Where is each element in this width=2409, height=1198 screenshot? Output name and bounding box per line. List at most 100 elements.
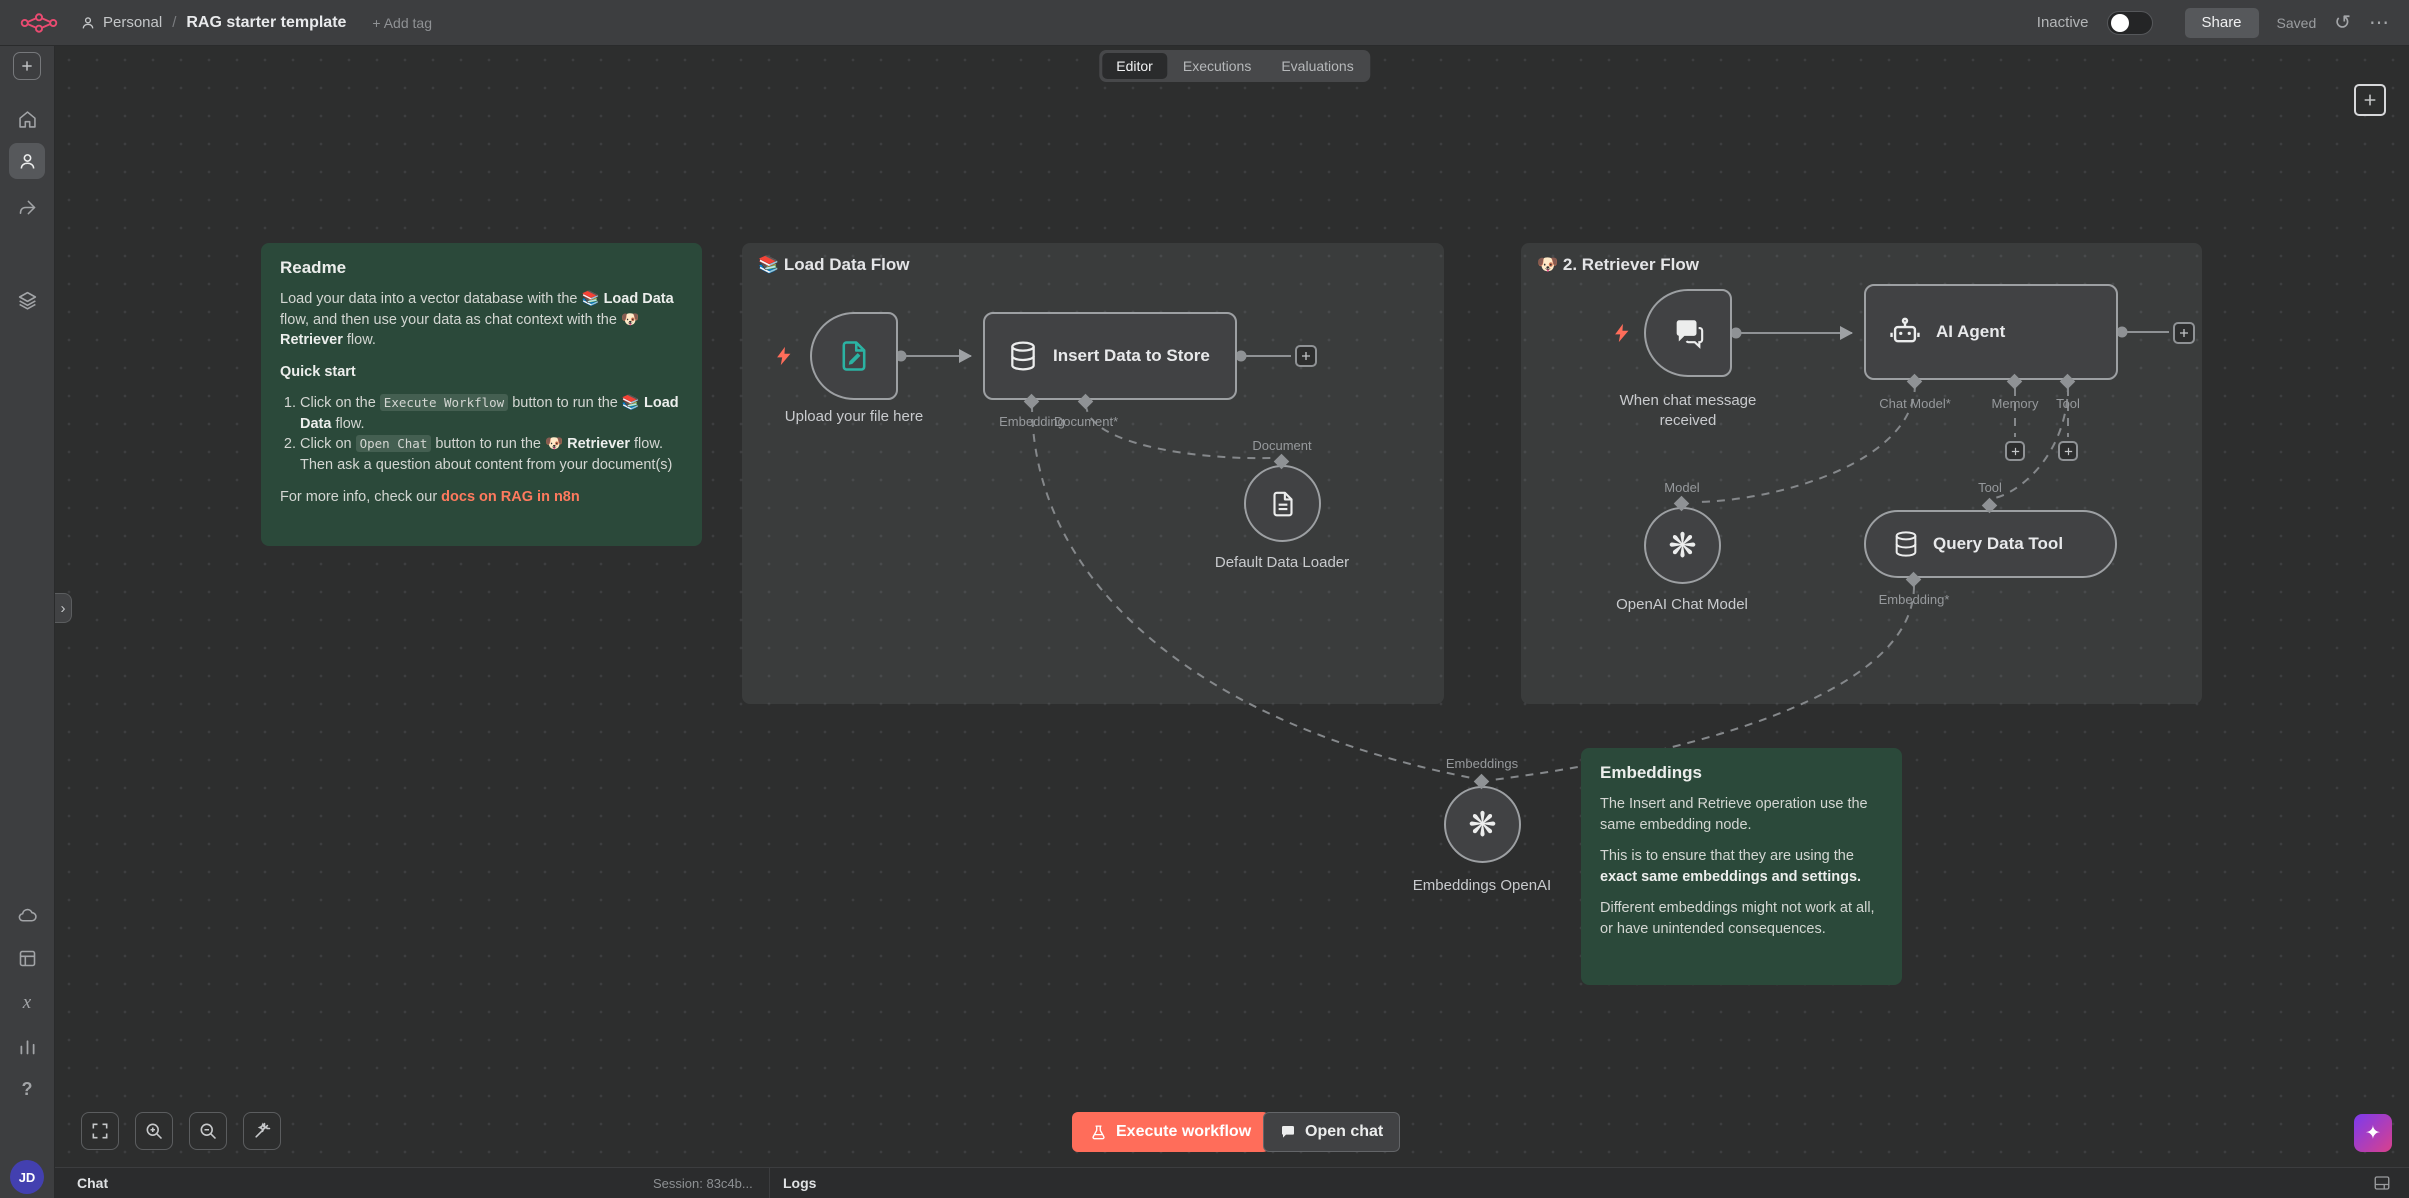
flask-icon [1092,1124,1105,1139]
embeddings-note-p1: The Insert and Retrieve operation use th… [1600,796,1868,833]
node-ai-agent[interactable]: AI Agent [1864,284,2118,380]
node-query-data-tool[interactable]: Query Data Tool [1864,510,2117,578]
model-input-label: Model [1664,480,1700,495]
create-workflow-button[interactable] [13,52,41,80]
ai-assistant-button[interactable]: ✦ [2354,1114,2392,1152]
sidebar-item-help[interactable]: ? [9,1071,45,1107]
workflow-title[interactable]: RAG starter template [186,13,347,31]
zoom-to-fit-button[interactable] [81,1112,119,1150]
step1-code: Execute Workflow [379,394,509,412]
workflow-canvas[interactable]: 📚 Load Data Flow 🐶 2. Retriever Flow Rea… [55,46,2409,1167]
load-data-flow-title: 📚 Load Data Flow [758,255,910,274]
cloud-icon [18,908,37,922]
quickstart-label: Quick start [280,363,356,380]
node-openai-chat-model[interactable]: ❋ [1644,507,1721,584]
readme-intro-text3: flow. [342,332,376,349]
readme-quickstart-heading: Quick start [280,362,683,383]
document-icon [1272,491,1293,516]
sidebar-item-cloud[interactable] [9,897,45,933]
help-icon: ? [21,1078,33,1099]
tab-editor[interactable]: Editor [1102,53,1167,79]
topbar-right: Inactive Share Saved ↺ ⋯ [2036,7,2389,38]
add-tag-button[interactable]: + Add tag [372,14,432,31]
breadcrumb[interactable]: Personal [80,14,162,31]
query-data-tool-label: Query Data Tool [1933,534,2064,553]
embeddings-note-title: Embeddings [1600,763,1703,782]
tab-executions[interactable]: Executions [1182,58,1252,74]
add-node-after-insert-button[interactable] [1295,345,1317,367]
document-port-label: Document* [1053,414,1119,429]
breadcrumb-separator: / [172,14,177,31]
chat-panel-label[interactable]: Chat [77,1175,109,1191]
share-button[interactable]: Share [2184,7,2259,38]
execute-workflow-button[interactable]: Execute workflow [1072,1112,1270,1152]
chat-trigger-label: When chat message received [1619,392,1757,430]
readme-intro-text2: flow, and then use your data as chat con… [280,311,621,328]
node-chat-message-trigger[interactable] [1644,289,1732,377]
tab-evaluations[interactable]: Evaluations [1281,58,1354,74]
add-node-after-agent-button[interactable] [2173,322,2195,344]
add-memory-button[interactable] [2005,441,2025,461]
zoom-in-button[interactable] [135,1112,173,1150]
saved-status: Saved [2276,14,2317,31]
sidebar-expand-chevron[interactable]: › [55,593,72,623]
zoom-out-button[interactable] [189,1112,227,1150]
readme-footer: For more info, check our docs on RAG in … [280,487,683,508]
active-state-label: Inactive [2036,14,2089,31]
sidebar-item-templates[interactable] [9,940,45,976]
sidebar-item-overview[interactable] [9,101,45,137]
readme-intro-retriever: 🐶 Retriever [280,311,640,349]
user-avatar[interactable]: JD [10,1160,44,1194]
sidebar: x ? JD [0,46,55,1198]
share-arrow-icon [19,200,35,214]
home-icon [18,110,36,128]
openai-logo-icon: ❋ [1668,526,1697,565]
sparkle-icon: ✦ [2365,1122,2381,1144]
chat-trigger-bolt-icon [1615,323,1629,343]
layers-icon [18,291,36,310]
add-tool-button[interactable] [2058,441,2078,461]
embeddings-sticky[interactable]: Embeddings The Insert and Retrieve opera… [1581,748,1902,985]
node-embeddings-openai[interactable]: ❋ [1444,786,1521,863]
chat-model-port-label: Chat Model* [1879,396,1951,411]
sidebar-item-shared[interactable] [9,189,45,225]
sidebar-item-personal[interactable] [9,143,45,179]
readme-intro-text: Load your data into a vector database wi… [280,291,582,307]
chat-icon [1282,1126,1294,1138]
tidy-up-button[interactable] [243,1112,281,1150]
sidebar-item-insights[interactable] [9,1028,45,1064]
note-p2-bold: exact same embeddings and settings. [1600,868,1862,885]
sidebar-item-variables[interactable]: x [9,985,45,1021]
retriever-flow-title: 🐶 2. Retriever Flow [1537,255,1699,274]
open-chat-button[interactable]: Open chat [1263,1112,1401,1152]
step1-text2: button to run the [508,395,622,412]
tool-port-label: Tool [2056,396,2080,411]
statusbar-divider [769,1168,770,1198]
person-icon [82,16,94,28]
n8n-logo-icon[interactable] [20,11,58,35]
chat-bubble-icon [1676,320,1704,349]
node-upload-file-trigger[interactable] [810,312,898,400]
note-p2-text: This is to ensure that they are using th… [1600,848,1854,865]
node-insert-data-to-store[interactable]: Insert Data to Store [983,312,1237,400]
sidebar-item-datastores[interactable] [9,282,45,318]
embedding-input-label: Embedding* [1878,592,1950,607]
readme-sticky[interactable]: Readme Load your data into a vector data… [261,243,702,546]
rag-docs-link[interactable]: docs on RAG in n8n [441,488,580,505]
logs-statusbar: Chat Session: 83c4b... Logs [55,1167,2409,1198]
step1-text3: flow. [331,415,365,432]
open-panel-icon[interactable] [2373,1174,2391,1197]
execute-workflow-label: Execute workflow [1116,1123,1252,1140]
node-default-data-loader[interactable] [1244,465,1321,542]
history-icon[interactable]: ↺ [2334,11,2351,34]
breadcrumb-label: Personal [103,14,163,31]
bar-chart-icon [20,1039,34,1054]
activate-toggle[interactable] [2106,10,2153,35]
form-file-icon [842,341,866,371]
readme-title: Readme [280,258,347,277]
embeddings-note-p3: Different embeddings might not work at a… [1600,900,1875,937]
kebab-menu-icon[interactable]: ⋯ [2369,11,2389,34]
open-chat-label: Open chat [1305,1123,1384,1140]
add-sticky-button[interactable] [2354,84,2386,116]
logs-panel-label[interactable]: Logs [783,1175,817,1191]
